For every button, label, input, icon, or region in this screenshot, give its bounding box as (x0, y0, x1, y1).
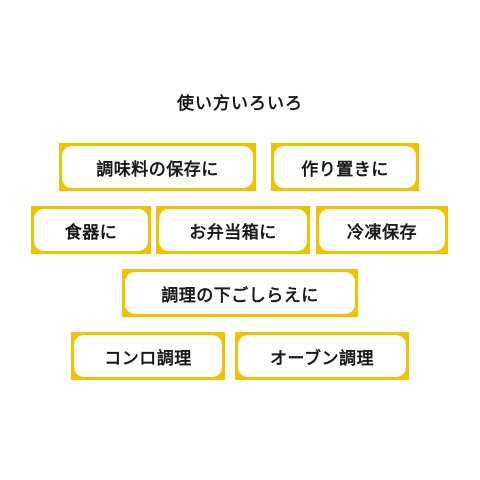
usage-tag-label: コンロ調理 (74, 335, 222, 377)
usage-tag-freezer-storage[interactable]: 冷凍保存 (316, 206, 448, 254)
usage-tag-stovetop-cooking[interactable]: コンロ調理 (71, 332, 225, 380)
usage-tag-label: オーブン調理 (238, 335, 406, 377)
usage-tag-label: 調味料の保存に (62, 146, 253, 188)
usage-tag-meal-prep[interactable]: 作り置きに (271, 143, 419, 191)
usage-tag-label: 冷凍保存 (319, 209, 445, 251)
usage-tag-food-prep[interactable]: 調理の下ごしらえに (122, 269, 358, 317)
usage-tag-lunchbox[interactable]: お弁当箱に (156, 206, 310, 254)
usage-tag-label: 作り置きに (274, 146, 416, 188)
section-heading: 使い方いろいろ (177, 94, 303, 114)
usage-tag-label: お弁当箱に (159, 209, 307, 251)
usage-tag-oven-cooking[interactable]: オーブン調理 (235, 332, 409, 380)
usage-tag-label: 食器に (34, 209, 148, 251)
usage-tag-label: 調理の下ごしらえに (125, 272, 355, 314)
usage-tag-seasoning-storage[interactable]: 調味料の保存に (59, 143, 256, 191)
usage-tag-tableware[interactable]: 食器に (31, 206, 151, 254)
